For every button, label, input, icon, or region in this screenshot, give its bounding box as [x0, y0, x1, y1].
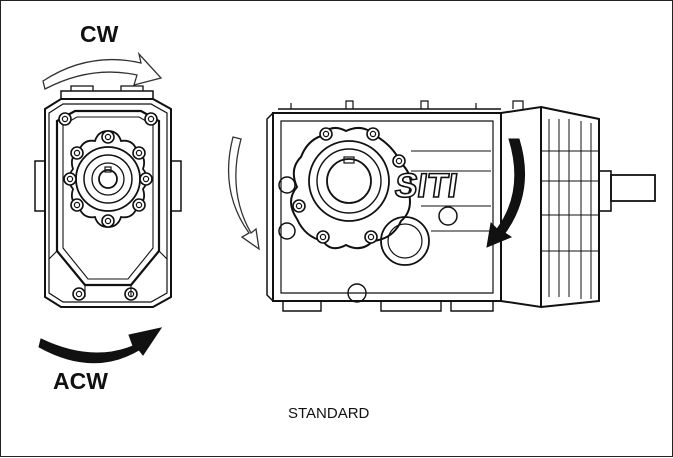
- side-cw-rotation-arrow-icon: [227, 136, 260, 251]
- acw-label: ACW: [53, 368, 108, 394]
- standard-caption: STANDARD: [288, 405, 370, 422]
- acw-rotation-arrow-icon: [38, 327, 163, 364]
- gearbox-side-view: [266, 100, 656, 312]
- cw-rotation-arrow-icon: [42, 51, 163, 90]
- siti-logo: SITI: [392, 167, 460, 205]
- gearbox-end-view: [34, 85, 182, 308]
- cw-label: CW: [80, 21, 119, 47]
- side-acw-rotation-arrow-icon: [486, 138, 526, 248]
